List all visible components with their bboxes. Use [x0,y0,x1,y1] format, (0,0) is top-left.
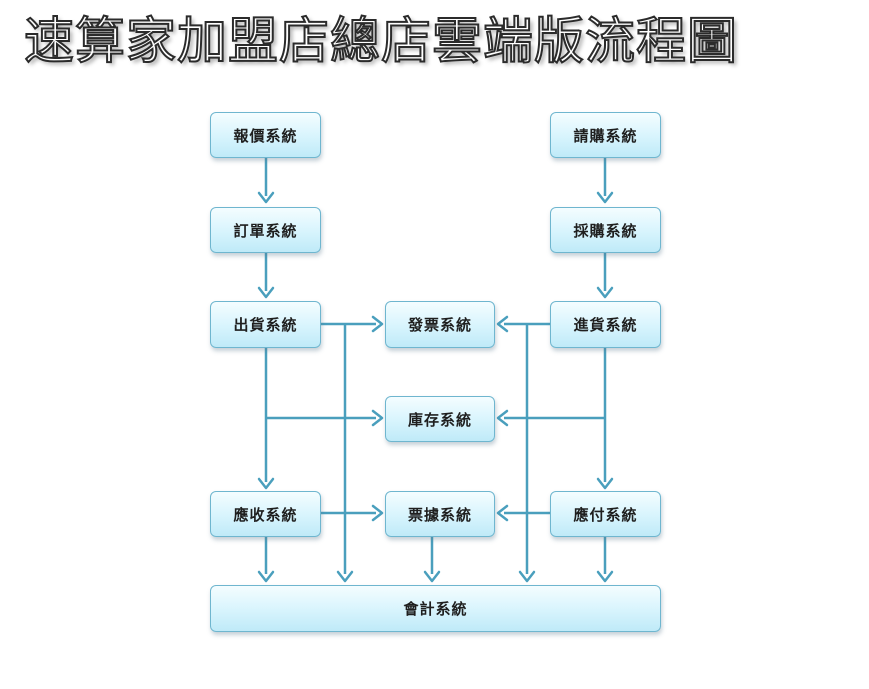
node-payable[interactable]: 應付系統 [550,491,661,537]
node-receiving[interactable]: 進貨系統 [550,301,661,348]
node-purchase[interactable]: 採購系統 [550,207,661,253]
arrowhead-receiving [596,286,614,299]
node-inventory-label: 庫存系統 [407,410,472,429]
node-invoice[interactable]: 發票系統 [385,301,495,348]
node-purchase-label: 採購系統 [573,221,638,240]
arrowhead-acct-3 [423,570,441,583]
node-receivable[interactable]: 應收系統 [210,491,321,537]
arrowhead-order [257,191,275,204]
arrowhead-purchase [596,191,614,204]
arrowhead-invoice-right [496,315,509,333]
node-order[interactable]: 訂單系統 [210,207,321,253]
arrowhead-acct-1 [257,570,275,583]
node-shipping-label: 出貨系統 [233,316,298,334]
node-quote-label: 報價系統 [233,126,298,145]
node-invoice-label: 發票系統 [407,316,472,334]
diagram-title: 速算家加盟店總店雲端版流程圖 [23,11,738,71]
arrowhead-shipping [257,286,275,299]
node-receivable-label: 應收系統 [233,505,298,524]
node-request[interactable]: 請購系統 [550,112,661,158]
node-payable-label: 應付系統 [573,505,638,524]
arrowhead-receivable [257,477,275,490]
arrowhead-inventory-left [371,409,384,427]
arrowhead-payable [596,477,614,490]
arrowhead-inventory-right [496,409,509,427]
node-accounting-label: 會計系統 [403,600,468,618]
node-shipping[interactable]: 出貨系統 [210,301,321,348]
arrowhead-acct-5 [596,570,614,583]
arrowhead-notes-right [496,504,509,522]
arrowhead-acct-4 [518,570,536,583]
node-inventory[interactable]: 庫存系統 [385,396,495,442]
arrowhead-notes-left [371,504,384,522]
node-accounting[interactable]: 會計系統 [210,585,661,632]
node-quote[interactable]: 報價系統 [210,112,321,158]
node-notes-label: 票據系統 [407,505,472,524]
node-receiving-label: 進貨系統 [573,316,638,334]
node-notes[interactable]: 票據系統 [385,491,495,537]
node-order-label: 訂單系統 [233,221,298,240]
node-request-label: 請購系統 [573,126,638,145]
arrowhead-invoice-left [371,315,384,333]
arrowhead-acct-2 [336,570,354,583]
